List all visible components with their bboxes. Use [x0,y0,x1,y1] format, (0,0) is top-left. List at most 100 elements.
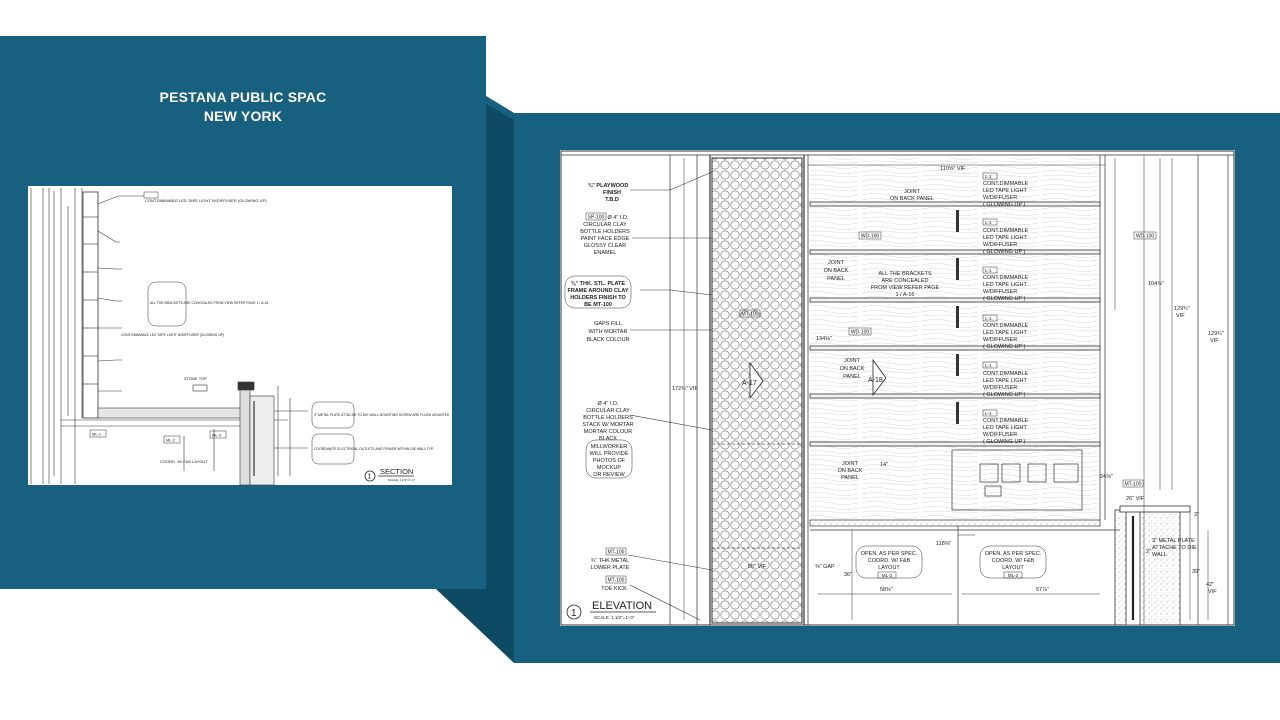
open-a-2: COORD. W/ F&B [868,558,911,564]
note-millworker-1: MILLWORKER [591,444,628,450]
joint-panel-2: ON BACK PANEL [890,196,934,202]
led-note-group-2: L-1 CONT.DIMMABLE LED TAPE LIGHT W/DIFFU… [982,218,1029,255]
note-stack-2: CIRCULAR CLAY [586,408,630,414]
fold-shadow [436,96,514,663]
open-a-3: LAYOUT [878,565,900,571]
dim-57: 57⅞" [1036,587,1049,593]
section-scale: SCALE: 1 1/2"=1'-0" [388,478,415,482]
section-tag-ml3: ML-3 [212,433,222,438]
led-3-line-3: W/DIFFUSER [983,289,1017,295]
elevation-number: 1 [571,608,577,619]
section-stone-top: STONE TOP [184,376,207,381]
note-lower-tag: MT-100 [608,550,625,556]
joint-back-b-3: PANEL [843,374,861,380]
section-led-note-2: CONT.DIMMABLE LED TAPE LIGHT W/DIFFUSER … [121,333,224,337]
led-4-line-4: ( GLOWING UP ) [983,344,1026,350]
led-2-line-4: ( GLOWING UP ) [983,249,1026,255]
brackets-3: FROM VIEW REFER PAGE [871,285,940,291]
elevation-drawing: A-17 A-18 ¾" PLAYWOOD FINISH T.B.D SP-10… [560,150,1235,626]
joint-back-c-2: ON BACK [838,468,863,474]
led-note-group-3: L-1 CONT.DIMMABLE LED TAPE LIGHT W/DIFFU… [982,266,1029,302]
note-plate-2: FRAME AROUND CLAY [567,288,628,294]
led-3-line-4: ( GLOWING UP ) [983,296,1026,302]
note-stack-4: STACK W/ MORTAR [582,422,633,428]
led-note-group-6: L-1 CONT.DIMMABLE LED TAPE LIGHT W/DIFFU… [982,409,1029,445]
dim-24: 24⅝" [1100,474,1113,480]
section-brackets-note: ALL THE BRACKETS ARE CONCEALED FROM VIEW… [150,301,268,305]
note-millworker-4: MOCKUP [597,465,621,471]
dim-2: 2" [1146,549,1151,555]
dim-134: 134⅜" [816,336,832,342]
panel-fold-connector [436,96,514,663]
section-coord-fb-note: COORD. W/ F&B LAYOUT [160,459,208,464]
metal-plate-1: 3" METAL PLATE [1152,538,1195,544]
elevation-scale: SCALE: 1 1/2"=1'-0" [594,615,635,620]
elevation-drawing-sheet: A-17 A-18 ¾" PLAYWOOD FINISH T.B.D SP-10… [560,150,1235,626]
joint-panel-1: JOINT [904,189,921,195]
dim-172: 172¾" VIF [672,386,698,392]
led-5-line-3: W/DIFFUSER [983,385,1017,391]
open-b-3: LAYOUT [1002,565,1024,571]
led-2-line-1: CONT.DIMMABLE [983,228,1029,234]
open-a-tag: ML-3 [882,573,893,578]
joint-back-c-1: JOINT [842,461,859,467]
note-gaps-2: WITH MORTAR [589,329,628,335]
dim-58: 58⅜" [880,587,893,593]
joint-back-b-2: ON BACK [840,366,865,372]
dim-top: 110⅝" VIF [940,166,966,172]
brackets-1: ALL THE BRACKETS [878,271,932,277]
led-tag-6: L-1 [985,411,992,416]
note-clay-4: PAINT FACE EDGE [581,236,630,242]
section-metal-plate-note: 3" METAL PLATE ATTACHE TO DIE WALL MOUNT… [314,413,450,417]
led-6-line-1: CONT.DIMMABLE [983,418,1029,424]
note-toe-tag: MT-100 [608,578,625,584]
tag-mt: MT-100 [742,312,759,318]
led-5-line-2: LED TAPE LIGHT [983,378,1027,384]
note-millworker-2: WILL PROVIDE [590,451,629,457]
metal-plate-3: WALL [1152,552,1167,558]
note-plate-4: BE MT-100 [584,302,612,308]
dim-42-vif: VIF [1208,589,1217,595]
note-millworker-5: OR REVIEW [593,472,625,478]
elevation-number-circle [566,604,582,620]
dim-129a-vif: VIF [1176,313,1185,319]
open-b-1: OPEN, AS PER SPEC. [985,551,1042,557]
led-4-line-1: CONT.DIMMABLE [983,323,1029,329]
led-5-line-4: ( GLOWING UP ) [983,392,1026,398]
note-toe-kick: TOE KICK [601,586,627,592]
dim-42: 42" [1206,582,1214,588]
led-note-group-1: L-1 CONT.DIMMABLE LED TAPE LIGHT W/DIFFU… [982,172,1029,208]
joint-back-a-3: PANEL [827,276,845,282]
tag-wd-1: WD-100 [861,234,880,240]
callout-a18: A-18 [868,377,883,384]
note-gaps-1: GAPS FILL [594,321,622,327]
section-led-note-1: CONT.DIMMABLE LED TAPE LIGHT W/DIFFUSER … [145,198,267,203]
note-lower-1: ¾" THK METAL [591,558,629,564]
dim-gap: ⅜" GAP [815,564,835,570]
section-drawing: CONT.DIMMABLE LED TAPE LIGHT W/DIFFUSER … [30,188,450,486]
joint-back-a-1: JOINT [828,260,845,266]
led-6-line-4: ( GLOWING UP ) [983,439,1026,445]
led-5-line-1: CONT.DIMMABLE [983,371,1029,377]
section-drawing-sheet: CONT.DIMMABLE LED TAPE LIGHT W/DIFFUSER … [28,186,452,486]
dim-3: 3" [1194,512,1199,518]
note-clay-3: BOTTLE HOLDERS [580,229,630,235]
tag-wd-3: WD-100 [1136,234,1155,240]
led-6-line-2: LED TAPE LIGHT [983,425,1027,431]
dim-26: 26" VIF [1126,496,1145,502]
elevation-title: ELEVATION [592,600,652,612]
open-b-2: COORD. W/ F&B [992,558,1035,564]
led-4-line-3: W/DIFFUSER [983,337,1017,343]
section-tag-ml2: ML-2 [166,438,176,443]
section-title: SECTION [380,467,413,476]
note-stack-5: MORTAR COLOUR [584,429,632,435]
led-note-group-4: L-1 CONT.DIMMABLE LED TAPE LIGHT W/DIFFU… [982,314,1029,350]
tag-mt-right: MT-100 [1125,482,1142,488]
note-clay-6: ENAMEL [594,250,617,256]
led-3-line-1: CONT.DIMMABLE [983,275,1029,281]
callout-a17: A-17 [742,380,757,387]
note-stack-6: BLACK [599,436,617,442]
dim-36: 36" [844,572,852,578]
metal-plate-2: ATTACHE TO DIE [1152,545,1197,551]
brackets-2: ARE CONCEALED [881,278,928,284]
